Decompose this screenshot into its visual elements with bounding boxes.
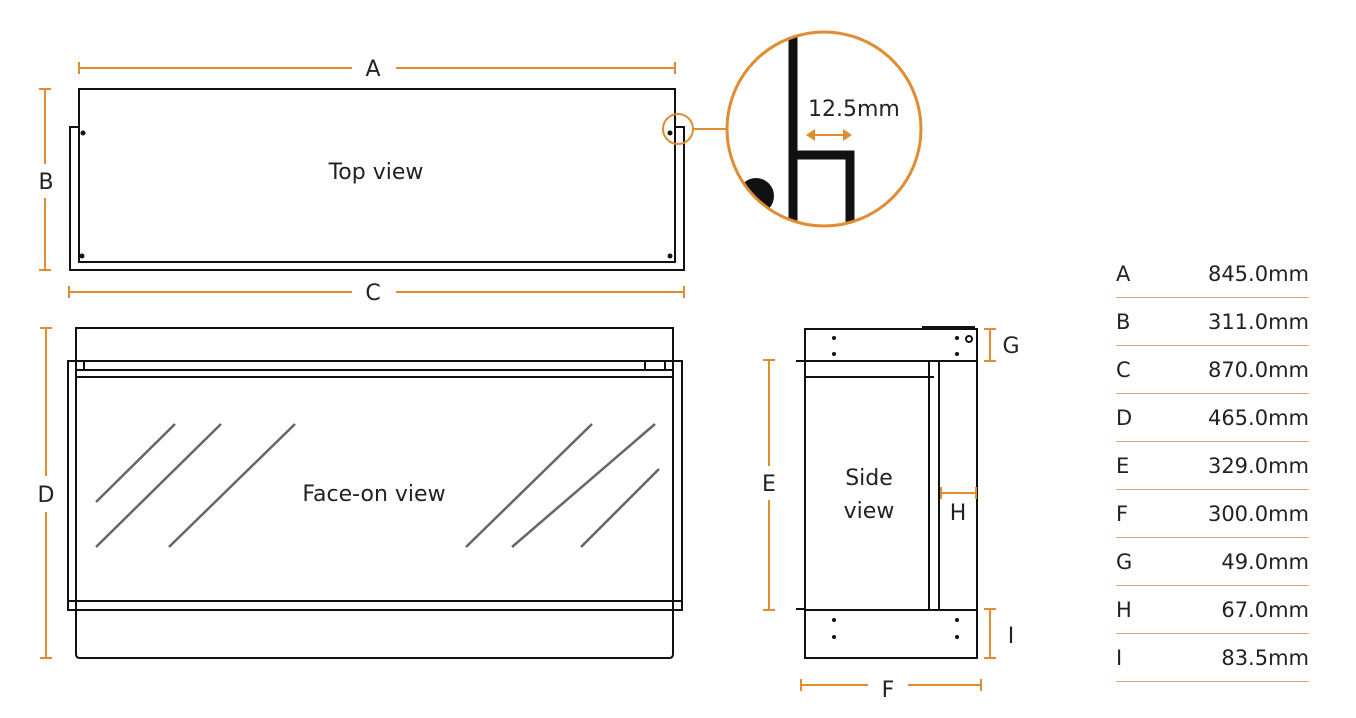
spec-value: 329.0mm xyxy=(1207,454,1309,478)
spec-value: 49.0mm xyxy=(1221,550,1309,574)
dim-E-label: E xyxy=(762,472,776,497)
dim-F-label: F xyxy=(882,678,895,703)
spec-row: G 49.0mm xyxy=(1116,538,1309,586)
spec-value: 83.5mm xyxy=(1221,646,1309,670)
dimensions-table: A 845.0mm B 311.0mm C 870.0mm D 465.0mm E 329… xyxy=(1116,250,1309,682)
side-view-label-1: Side xyxy=(845,466,893,491)
spec-row: B 311.0mm xyxy=(1116,298,1309,346)
dim-C-label: C xyxy=(365,281,380,306)
side-view-label-2: view xyxy=(844,499,895,524)
detail-callout: 12.5mm xyxy=(662,30,923,228)
spec-row: C 870.0mm xyxy=(1116,346,1309,394)
dim-G-label: G xyxy=(1002,334,1019,359)
spec-letter: I xyxy=(1116,646,1123,670)
side-view: Side view xyxy=(796,326,978,659)
top-view: Top view xyxy=(69,88,685,271)
detail-gap-label: 12.5mm xyxy=(808,97,900,122)
dim-D-label: D xyxy=(38,483,55,508)
spec-letter: F xyxy=(1116,502,1129,526)
spec-row: D 465.0mm xyxy=(1116,394,1309,442)
spec-row: A 845.0mm xyxy=(1116,250,1309,298)
dimension-lines: A B C D E F G H I xyxy=(38,57,1020,703)
dim-H-label: H xyxy=(950,501,967,526)
spec-letter: H xyxy=(1116,598,1132,622)
dim-B-label: B xyxy=(38,170,53,195)
spec-value: 311.0mm xyxy=(1207,310,1309,334)
spec-value: 67.0mm xyxy=(1221,598,1309,622)
spec-value: 465.0mm xyxy=(1207,406,1309,430)
top-view-label: Top view xyxy=(328,160,424,185)
spec-letter: E xyxy=(1116,454,1130,478)
spec-letter: D xyxy=(1116,406,1133,430)
face-view-label: Face-on view xyxy=(302,482,445,507)
spec-row: I 83.5mm xyxy=(1116,634,1309,682)
dim-A-label: A xyxy=(365,57,380,82)
spec-value: 845.0mm xyxy=(1207,262,1309,286)
spec-row: F 300.0mm xyxy=(1116,490,1309,538)
spec-letter: C xyxy=(1116,358,1131,382)
spec-value: 300.0mm xyxy=(1207,502,1309,526)
spec-row: E 329.0mm xyxy=(1116,442,1309,490)
spec-value: 870.0mm xyxy=(1207,358,1309,382)
spec-row: H 67.0mm xyxy=(1116,586,1309,634)
spec-letter: A xyxy=(1116,262,1131,286)
spec-letter: B xyxy=(1116,310,1131,334)
spec-letter: G xyxy=(1116,550,1133,574)
dim-I-label: I xyxy=(1008,624,1015,649)
face-view: Face-on view xyxy=(67,327,683,659)
